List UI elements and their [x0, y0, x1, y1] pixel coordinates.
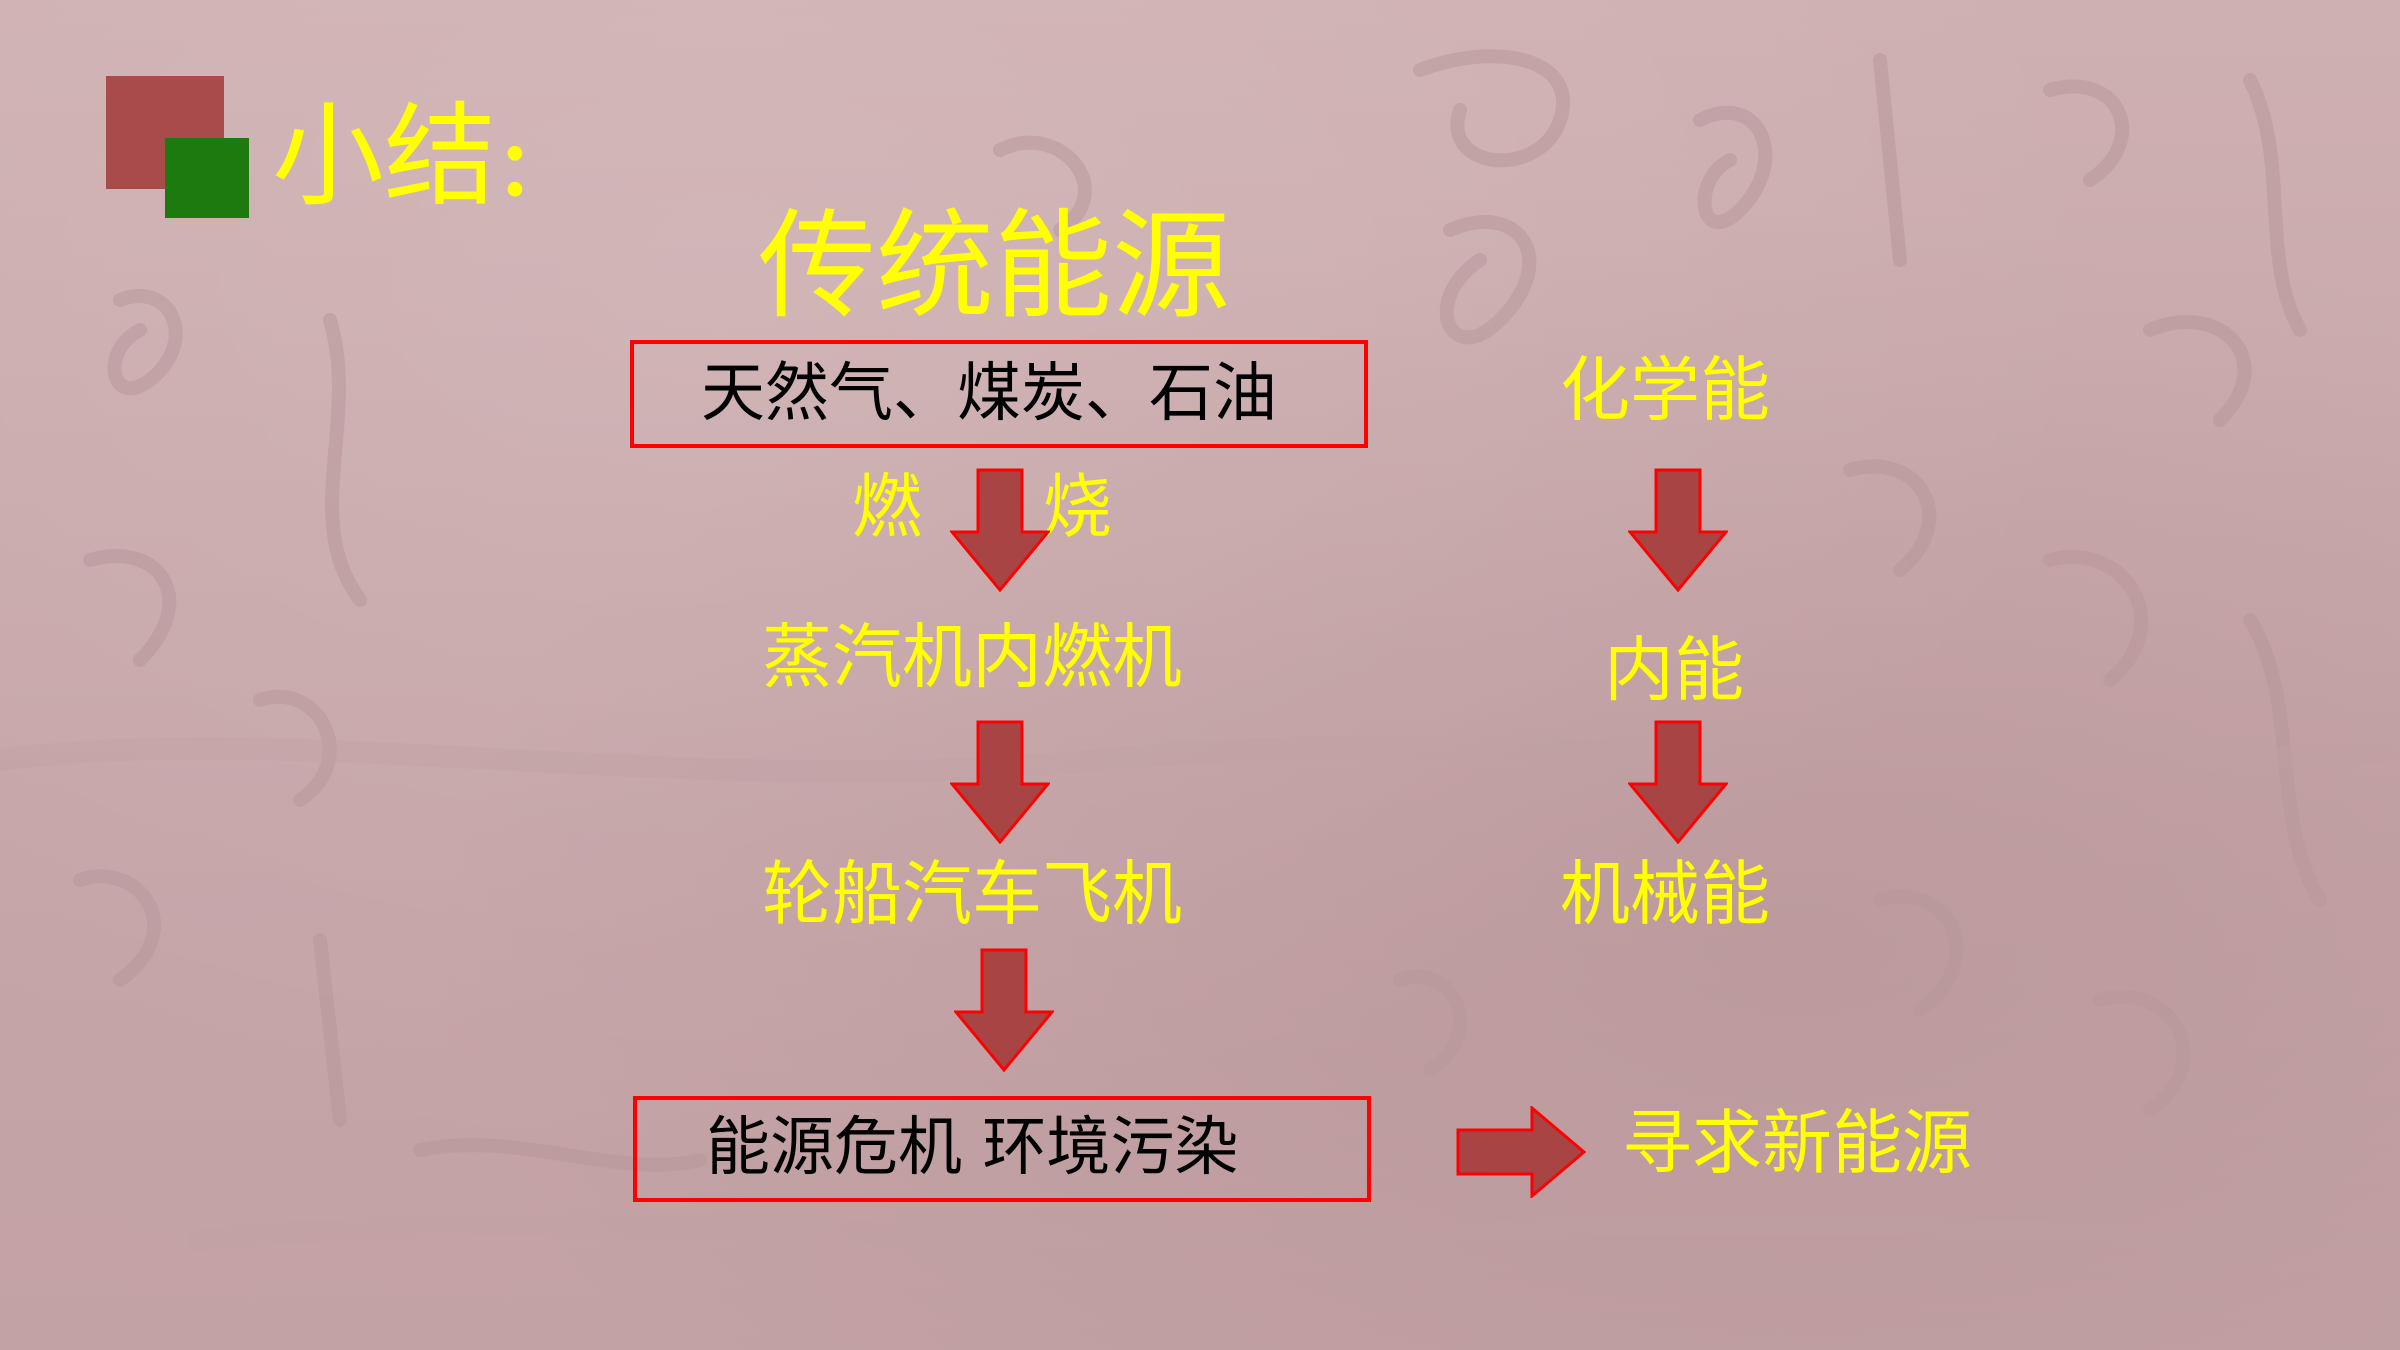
chemical-energy-label: 化学能: [1560, 349, 1770, 431]
vehicle-label: 轮船汽车飞机: [762, 853, 1182, 935]
down-arrow-4: [1628, 468, 1728, 592]
logo-green-square: [165, 138, 249, 218]
mechanical-energy-label: 机械能: [1560, 853, 1770, 935]
internal-energy-label: 内能: [1604, 629, 1744, 711]
fuels-box: [630, 340, 1368, 448]
slide-title: 小结:: [272, 92, 534, 222]
engine-label: 蒸汽机内燃机: [762, 616, 1182, 698]
down-arrow-5: [1628, 720, 1728, 844]
process-label-left: 燃: [852, 466, 922, 548]
right-arrow: [1456, 1106, 1586, 1198]
crisis-box: [633, 1096, 1371, 1202]
new-energy-label: 寻求新能源: [1622, 1102, 1972, 1184]
down-arrow-1: [950, 468, 1050, 592]
diagram-heading: 传统能源: [758, 197, 1231, 335]
crisis-label: 能源危机 环境污染: [706, 1111, 1239, 1185]
process-label-right: 烧: [1042, 466, 1112, 548]
down-arrow-2: [950, 720, 1050, 844]
down-arrow-3: [954, 948, 1054, 1072]
fuels-label: 天然气、煤炭、石油: [701, 357, 1277, 431]
